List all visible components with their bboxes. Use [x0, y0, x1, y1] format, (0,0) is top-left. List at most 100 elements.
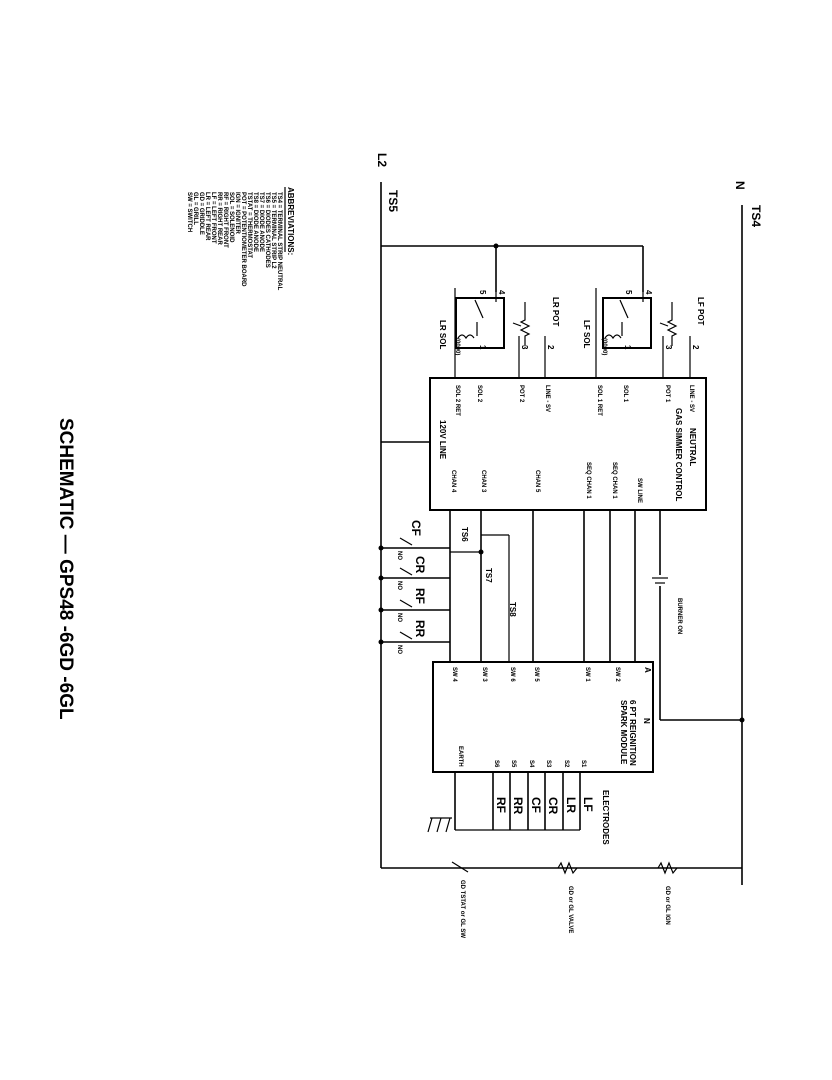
griddle-grill-loads [451, 861, 742, 875]
load-tstat-label: GD TSTAT or GL SW [459, 880, 465, 938]
simmer-pin-sol-2: SOL 2 [476, 385, 482, 403]
lf-pin-2: 2 [691, 345, 700, 350]
electrode-leads [454, 772, 581, 831]
spark-pin-n: N [642, 718, 651, 724]
neutral-label: N [733, 181, 747, 190]
spark-subtitle: SPARK MODULE [619, 700, 628, 765]
schematic-title: SCHEMATIC — GPS48 -6GD -6GL [55, 418, 76, 720]
burner-on-label: BURNER ON [676, 598, 682, 634]
ts5-label: TS5 [386, 190, 400, 212]
spark-pin-s4: S4 [528, 760, 534, 768]
lf-pin-3: 3 [664, 345, 673, 350]
abbreviation-item: LR = LEFT REAR [204, 192, 210, 241]
lf-sol-label: LF SOL [582, 320, 591, 349]
lr-pin-2: 2 [546, 345, 555, 350]
lr-sol-label: LR SOL [438, 320, 447, 349]
simmer-pin-chan-3: CHAN 3 [480, 470, 486, 493]
abbreviation-item: TS5 = TERMINAL STRIP L2 [270, 192, 276, 269]
abbreviations-heading: ABBREVIATIONS: [286, 187, 295, 255]
simmer-pin-seq-chan-1b: SEQ CHAN 1 [585, 462, 591, 499]
switch-rf-no: NO [396, 613, 402, 622]
lr-pot [454, 288, 546, 378]
abbreviation-item: TS7 = DIODE ANODE [258, 192, 264, 252]
lr-pin-5: 5 [478, 290, 487, 295]
switch-cr-label: CR [413, 556, 427, 574]
electrode-rr: RR [511, 797, 525, 815]
ts6-label: TS6 [460, 527, 469, 542]
lf-pin-1: 1 [623, 345, 632, 350]
spark-pin-s6: S6 [493, 760, 499, 768]
spark-pin-a: A [643, 667, 652, 673]
spark-pin-s3: S3 [545, 760, 551, 768]
simmer-pin-pot-2: POT 2 [518, 385, 524, 403]
ts8-label: TS8 [508, 602, 517, 617]
electrode-cr: CR [546, 797, 560, 815]
abbreviation-item: GL = GRILL [192, 192, 198, 225]
simmer-pin-seq-chan-1a: SEQ CHAN 1 [611, 462, 617, 499]
electrode-rf: RF [494, 797, 508, 813]
pot-supply-bus [381, 243, 644, 292]
spark-pin-s5: S5 [510, 760, 516, 768]
switch-cr-no: NO [396, 581, 402, 590]
ground-symbol [427, 817, 452, 833]
channel-wiring [449, 510, 636, 662]
lr-pin-1: 1 [478, 345, 487, 350]
ts7-label: TS7 [484, 568, 493, 583]
lr-pot-title: LR POT [551, 297, 560, 326]
lr-pin-4: 4 [497, 290, 506, 295]
burner-switches [378, 537, 450, 645]
simmer-pin-sw-line: SW LINE [636, 478, 642, 503]
switch-rr-label: RR [413, 620, 427, 638]
switch-cf-label: CF [409, 520, 423, 536]
electrode-cf: CF [529, 797, 543, 813]
abbreviation-item: SW = SWITCH [186, 192, 192, 232]
spark-pin-sw3: SW 3 [481, 667, 487, 682]
l2-line-ts5 [380, 182, 455, 869]
spark-pin-sw5: SW 5 [533, 667, 539, 682]
electrode-lr: LR [564, 797, 578, 813]
simmer-pin-pot-1: POT 1 [664, 385, 670, 403]
spark-pin-s1: S1 [580, 760, 586, 768]
burner-on-indicator [652, 510, 745, 723]
abbreviation-item: POT = POTENTIOMETER BOARD [240, 192, 246, 287]
simmer-pin-120v-line: 120V LINE [438, 420, 447, 460]
lf-pot [595, 288, 691, 378]
lf-pin-4: 4 [644, 290, 653, 295]
switch-cf-no: NO [396, 551, 402, 560]
simmer-pin-chan-5: CHAN 5 [534, 470, 540, 493]
load-valve-label: GD or GL VALVE [567, 886, 573, 933]
abbreviation-item: RF = RIGHT FRONT [222, 192, 228, 248]
abbreviation-item: LF = LEFT FRONT [210, 192, 216, 244]
abbreviation-item: GD = GRIDDLE [198, 192, 204, 235]
lf-sol-coil: (0000) [601, 338, 607, 355]
load-ign-label: GD or GL IGN [664, 886, 670, 925]
ts4-label: TS4 [749, 205, 763, 227]
simmer-pin-line-sv-1: LINE - SV [688, 385, 694, 412]
simmer-neutral: NEUTRAL [688, 428, 697, 466]
simmer-pin-sol-1: SOL 1 [622, 385, 628, 403]
simmer-title: GAS SIMMER CONTROL [674, 408, 683, 501]
switch-rf-label: RF [413, 588, 427, 604]
simmer-pin-line-sv-2: LINE - SV [544, 385, 550, 412]
lf-pot-title: LF POT [696, 297, 705, 326]
spark-pin-sw4: SW 4 [451, 667, 457, 682]
l2-label: L2 [375, 153, 389, 167]
abbreviation-item: SOL = SOLENOID [228, 192, 234, 243]
switch-rr-no: NO [396, 645, 402, 654]
abbreviation-item: TS4 = TERMINAL STRIP NEUTRAL [276, 192, 282, 291]
abbreviation-item: TS6 = DIODES CATHODES [264, 192, 270, 268]
simmer-pin-sol-1-ret: SOL 1 RET [596, 385, 602, 416]
abbreviation-item: TS8 = DIODE ANODE [252, 192, 258, 252]
spark-module [432, 661, 654, 773]
gas-simmer-control [381, 377, 707, 511]
lr-sol-coil: (0000) [454, 338, 460, 355]
simmer-pin-sol-2-ret: SOL 2 RET [454, 385, 460, 416]
simmer-pin-chan-4: CHAN 4 [450, 470, 456, 493]
spark-pin-sw2: SW 2 [614, 667, 620, 682]
abbreviation-item: IGN = IGNITER [234, 192, 240, 235]
electrode-lf: LF [581, 797, 595, 812]
spark-pin-earth: EARTH [457, 746, 463, 767]
spark-pin-sw1: SW 1 [584, 667, 590, 682]
spark-pin-sw6: SW 6 [509, 667, 515, 682]
